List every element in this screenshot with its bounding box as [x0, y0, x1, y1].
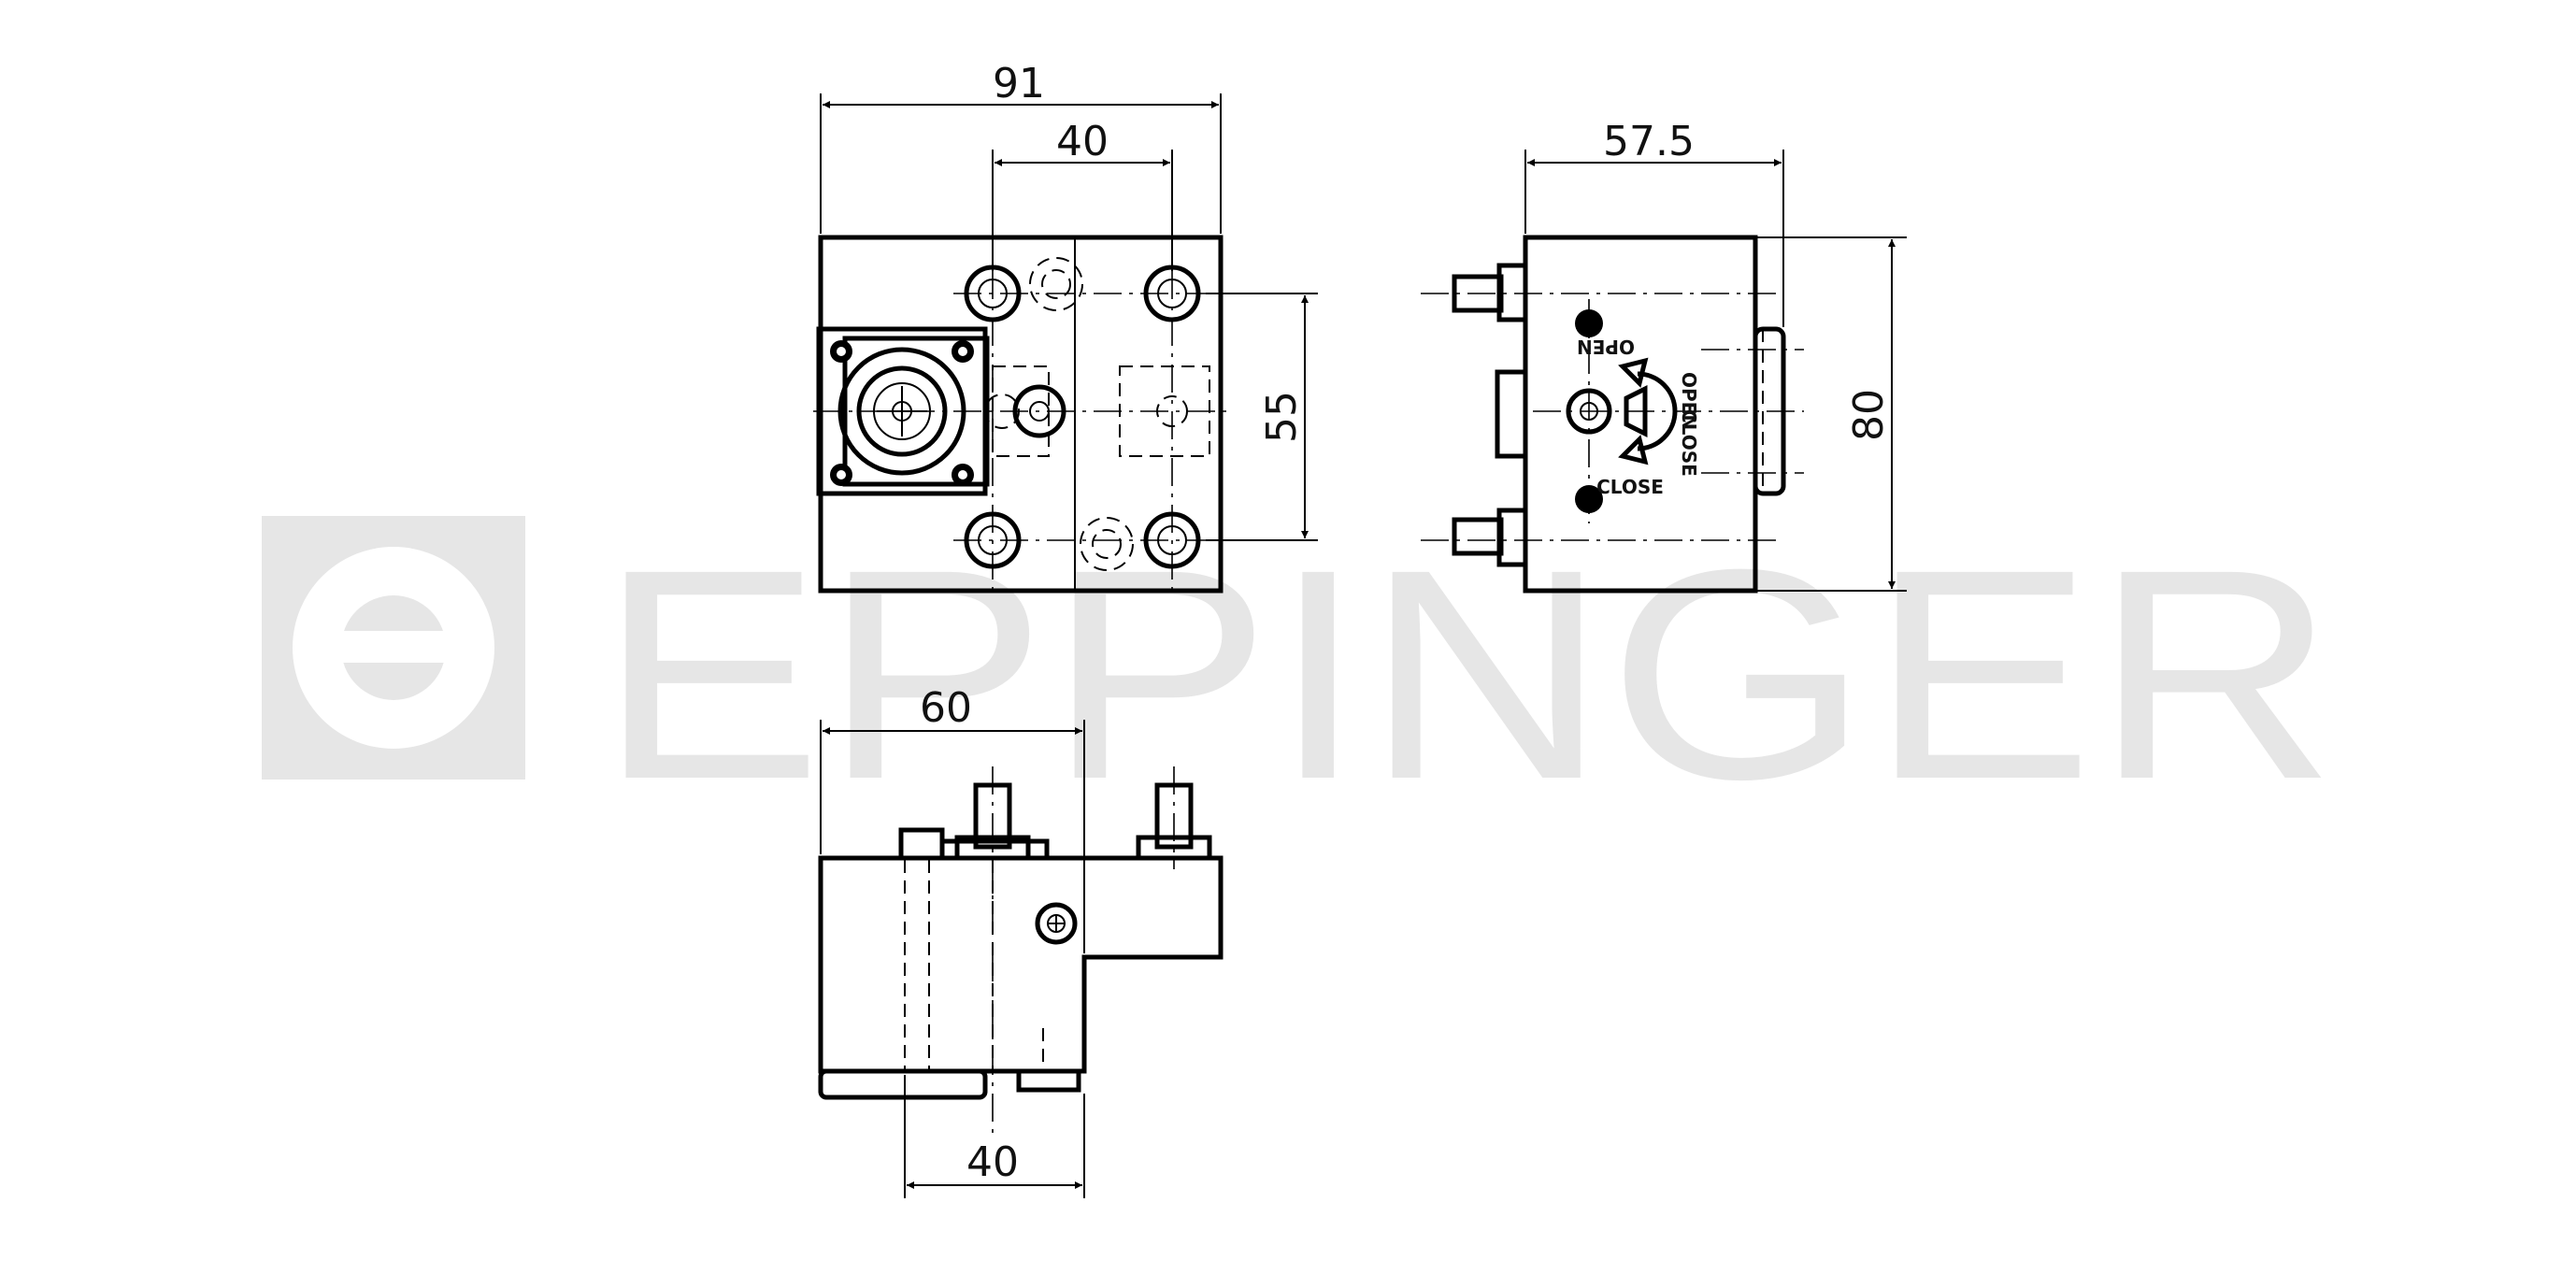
front-drive-unit — [816, 326, 990, 496]
dimension-label: 55 — [1258, 391, 1306, 443]
rotation-arrow-icon — [1618, 357, 1678, 465]
watermark-logo-icon — [262, 516, 525, 780]
bottom-view: 60 40 — [818, 684, 1224, 1198]
side-view: OPEN CLOSE OPEN CLOSE 57.5 80 — [1421, 118, 1907, 594]
close-label: CLOSE — [1596, 476, 1664, 498]
dimension-label: 57.5 — [1603, 118, 1695, 165]
close-label: CLOSE — [1678, 409, 1700, 477]
front-bolt-hole — [1143, 511, 1201, 569]
dimension-label: 80 — [1845, 389, 1893, 441]
front-bolt-hole — [964, 511, 1022, 569]
dimension-label: 91 — [993, 60, 1045, 107]
front-view: 91 40 55 — [813, 60, 1318, 598]
open-label: OPEN — [1678, 372, 1700, 430]
dimension-label: 40 — [966, 1138, 1019, 1186]
watermark: EPPINGER — [262, 507, 2337, 841]
dimension-label: 40 — [1056, 118, 1109, 165]
watermark-text: EPPINGER — [598, 507, 2337, 841]
open-label: OPEN — [1577, 336, 1635, 358]
dimension-label: 60 — [920, 684, 972, 732]
